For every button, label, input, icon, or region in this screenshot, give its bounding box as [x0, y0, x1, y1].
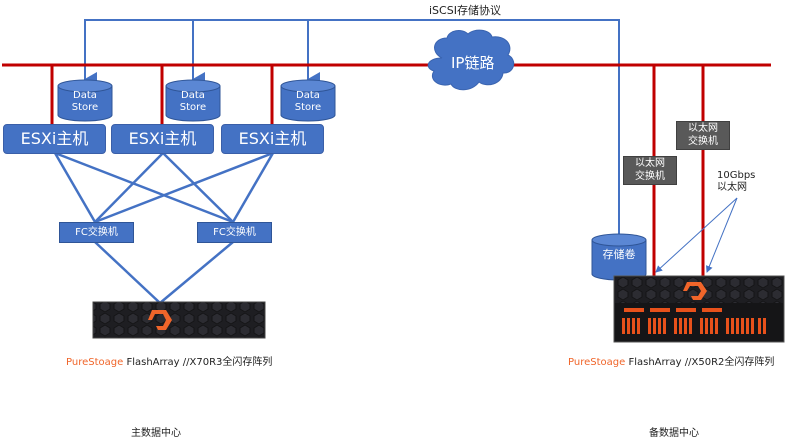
fc-switch-1: FC交换机	[59, 222, 134, 243]
fc-links	[53, 151, 275, 304]
link-note-arrows	[655, 197, 738, 273]
ethernet-switch-1: 以太网 交换机	[623, 156, 677, 185]
primary-flasharray	[92, 301, 266, 339]
ethernet-switch-line1: 以太网	[688, 123, 718, 134]
link-note-line1: 10Gbps	[717, 170, 756, 181]
datastore-cylinders	[57, 79, 647, 281]
datastore-1: Data Store	[58, 90, 112, 114]
esxi-host-3: ESXi主机	[221, 124, 324, 154]
storage-volume: 存储卷	[602, 248, 636, 261]
primary-array-brand: PureStoage	[66, 357, 124, 368]
secondary-array-brand: PureStoage	[568, 357, 626, 368]
secondary-flasharray	[613, 275, 785, 343]
primary-array-model: FlashArray //X70R3全闪存阵列	[123, 357, 273, 368]
esxi-host-2: ESXi主机	[111, 124, 214, 154]
iscsi-link	[83, 19, 620, 236]
iscsi-protocol-label: iSCSI存储协议	[429, 4, 501, 17]
datastore-2: Data Store	[166, 90, 220, 114]
primary-site-label: 主数据中心	[131, 428, 181, 439]
secondary-array-caption: PureStoage FlashArray //X50R2全闪存阵列	[568, 353, 774, 368]
link-note: 10Gbps 以太网	[717, 170, 755, 194]
datastore-label-line1: Data	[296, 90, 320, 101]
datastore-label-line1: Data	[181, 90, 205, 101]
datastore-label-line2: Store	[179, 102, 207, 113]
ethernet-switch-2: 以太网 交换机	[676, 121, 730, 150]
ethernet-switch-line1: 以太网	[635, 158, 665, 169]
secondary-site-label: 备数据中心	[649, 428, 699, 439]
ip-link-label: IP链路	[451, 54, 495, 72]
link-note-line2: 以太网	[717, 182, 747, 193]
primary-array-caption: PureStoage FlashArray //X70R3全闪存阵列	[66, 353, 272, 368]
datastore-label-line2: Store	[294, 102, 322, 113]
ethernet-switch-line2: 交换机	[635, 171, 665, 182]
datastore-label-line2: Store	[71, 102, 99, 113]
datastore-label-line1: Data	[73, 90, 97, 101]
esxi-host-1: ESXi主机	[3, 124, 106, 154]
ethernet-switch-line2: 交换机	[688, 136, 718, 147]
fc-switch-2: FC交换机	[197, 222, 272, 243]
secondary-array-model: FlashArray //X50R2全闪存阵列	[625, 357, 775, 368]
ip-cloud-icon	[427, 29, 515, 91]
datastore-3: Data Store	[281, 90, 335, 114]
